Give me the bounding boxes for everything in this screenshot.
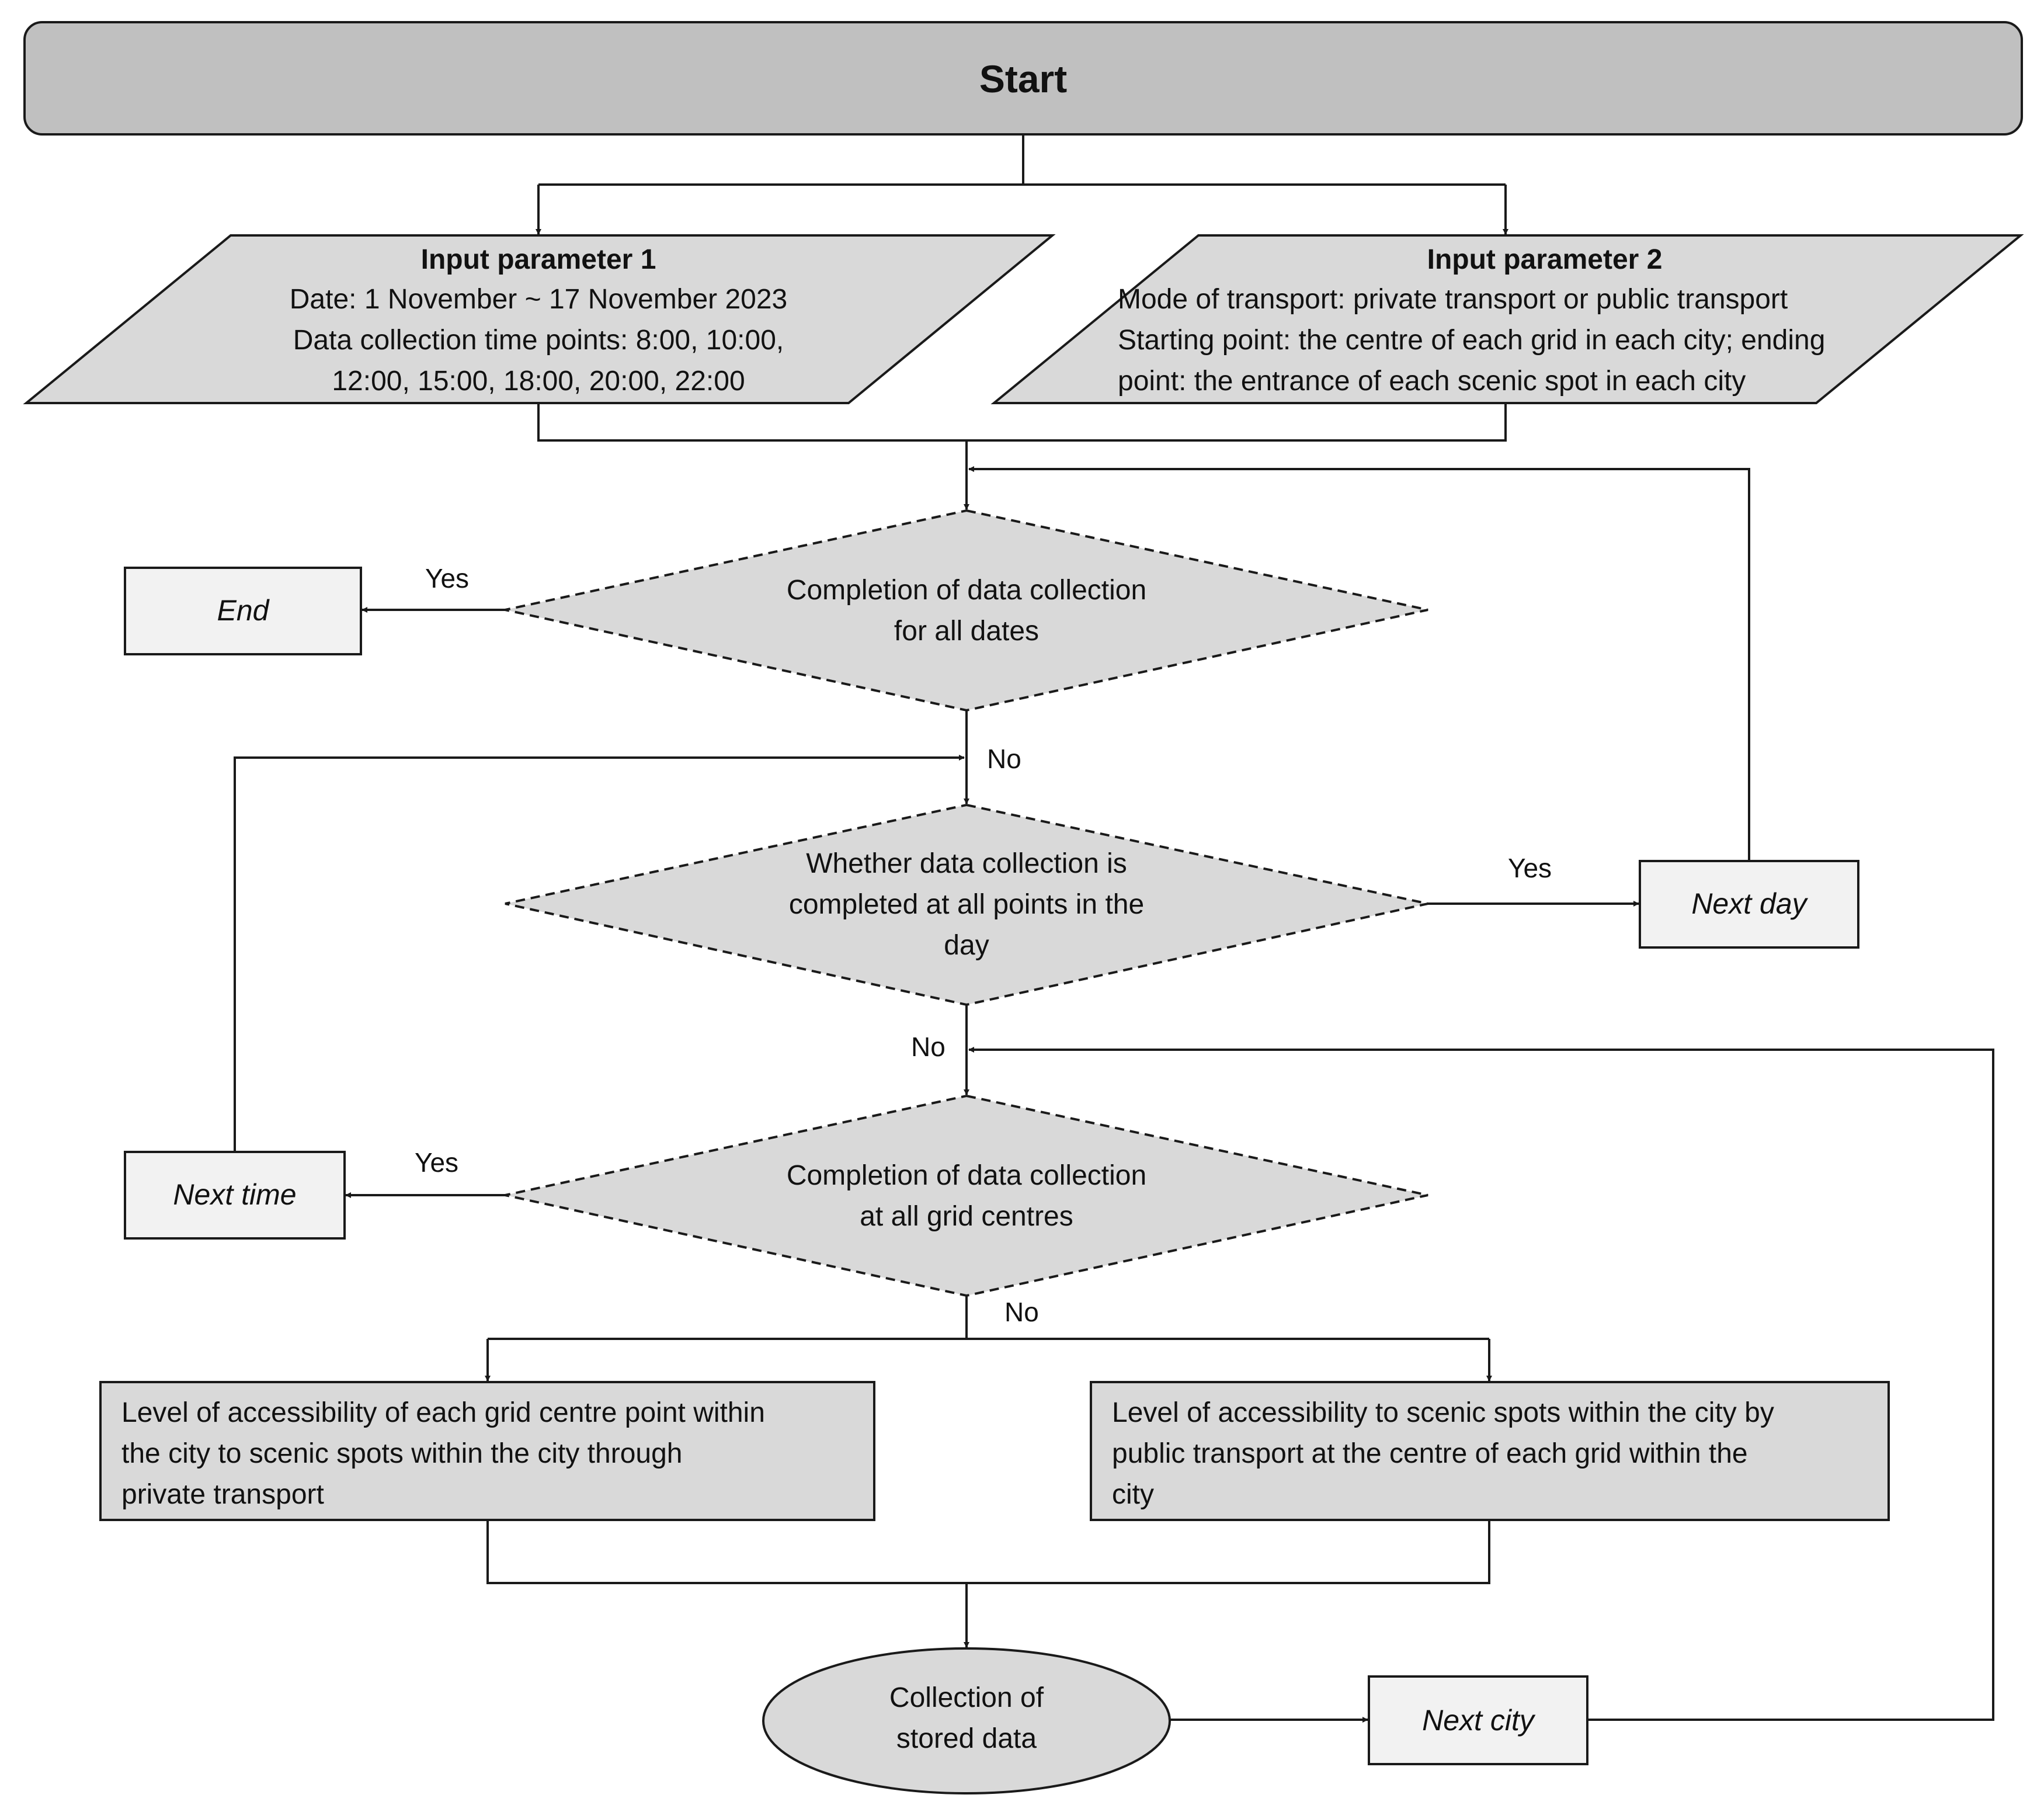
next-day-node <box>1639 860 1859 949</box>
input-1-title: Input parameter 1 <box>421 244 656 275</box>
decision-all-dates <box>505 509 1428 712</box>
public-box-line-2: public transport at the centre of each g… <box>1112 1438 1748 1469</box>
arrow-next-time-loop <box>234 755 965 1152</box>
decision-grid-line-1: Completion of data collection <box>787 1160 1146 1191</box>
edge-label-yes-next-time: Yes <box>415 1147 458 1178</box>
next-time-node <box>124 1151 346 1240</box>
end-label: End <box>217 594 270 627</box>
input-1-line-3: 12:00, 15:00, 18:00, 20:00, 22:00 <box>332 366 745 397</box>
edge-label-no-points: No <box>911 1032 945 1062</box>
stored-line-1: Collection of <box>889 1682 1044 1713</box>
edge-label-no-dates: No <box>987 744 1021 774</box>
public-transport-box <box>1090 1381 1890 1521</box>
edge-label-no-grid: No <box>1004 1297 1039 1327</box>
private-box-line-3: private transport <box>121 1479 324 1510</box>
decision-dates-line-1: Completion of data collection <box>787 575 1146 606</box>
input-2-line-2: Starting point: the centre of each grid … <box>1118 325 1825 356</box>
end-node <box>124 567 362 655</box>
connector-grid-split <box>488 1296 1489 1340</box>
input-2-line-3: point: the entrance of each scenic spot … <box>1118 366 1746 397</box>
decision-all-grid-centres <box>505 1094 1428 1297</box>
input-1-line-1: Date: 1 November ~ 17 November 2023 <box>290 284 787 315</box>
input-parameter-1-node <box>23 234 1056 404</box>
next-day-label: Next day <box>1691 887 1808 920</box>
public-box-line-1: Level of accessibility to scenic spots w… <box>1112 1397 1774 1428</box>
decision-dates-line-2: for all dates <box>894 616 1039 647</box>
input-2-line-1: Mode of transport: private transport or … <box>1118 284 1788 315</box>
decision-grid-line-2: at all grid centres <box>860 1201 1073 1232</box>
edge-label-yes-next-day: Yes <box>1508 853 1552 883</box>
decision-points-line-3: day <box>944 930 989 961</box>
connector-start-split <box>538 134 1506 186</box>
public-box-line-3: city <box>1112 1479 1154 1510</box>
connector-boxes-merge <box>486 1520 1490 1647</box>
decision-points-line-1: Whether data collection is <box>806 848 1127 879</box>
private-box-line-1: Level of accessibility of each grid cent… <box>121 1397 765 1428</box>
decision-points-line-2: completed at all points in the <box>789 889 1144 920</box>
input-2-title: Input parameter 2 <box>1427 244 1663 275</box>
next-city-label: Next city <box>1422 1704 1536 1737</box>
input-1-line-2: Data collection time points: 8:00, 10:00… <box>293 325 784 356</box>
private-box-line-2: the city to scenic spots within the city… <box>121 1438 682 1469</box>
arrow-next-day-loop <box>968 466 1750 861</box>
stored-data-node <box>762 1647 1171 1794</box>
connector-inputs-merge <box>537 403 1507 509</box>
next-time-label: Next time <box>173 1178 296 1211</box>
stored-line-2: stored data <box>896 1723 1037 1754</box>
edge-label-yes-end: Yes <box>425 563 469 593</box>
private-transport-box <box>99 1381 875 1521</box>
start-label: Start <box>979 57 1067 100</box>
input-parameter-2-node <box>990 234 2024 404</box>
arrow-next-city-loop <box>968 1047 1994 1721</box>
